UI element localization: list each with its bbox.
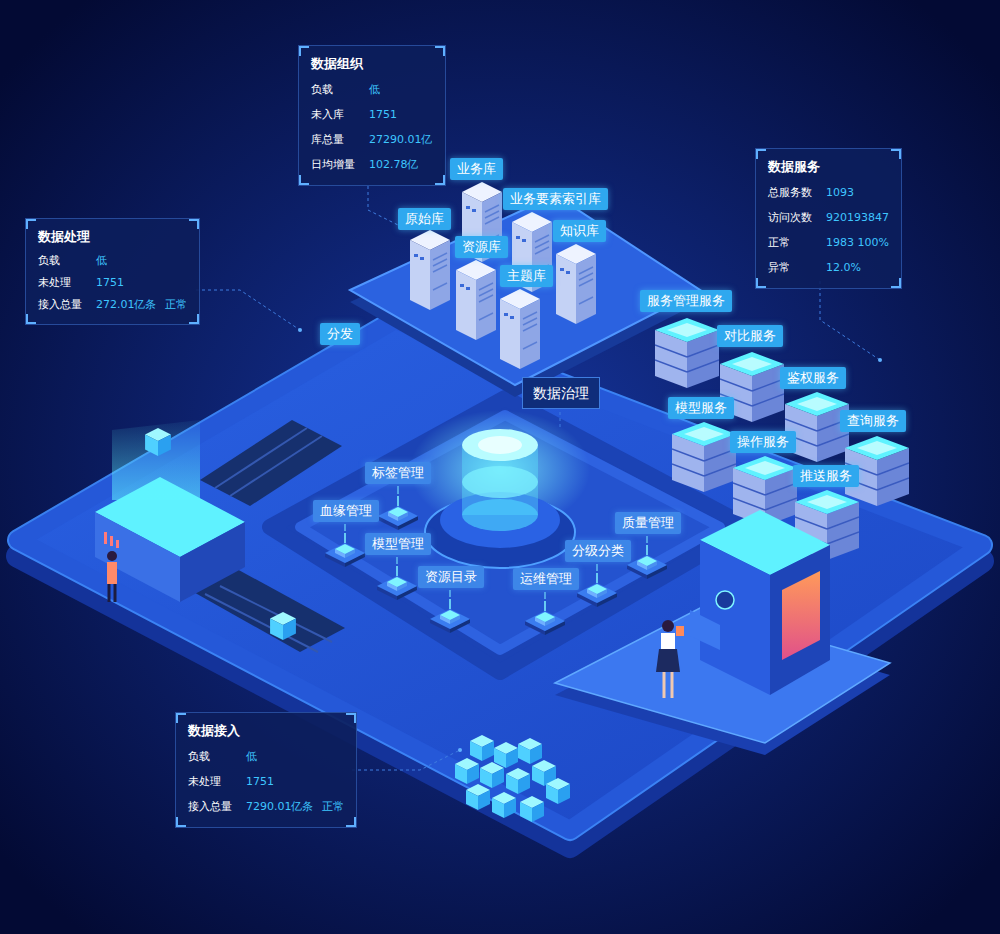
stat-label: 未处理 <box>188 769 246 794</box>
tag-text: 对比服务 <box>724 328 776 343</box>
stat-row: 日均增量102.78亿 <box>311 152 433 177</box>
tag-text: 血缘管理 <box>320 503 372 518</box>
tag-label: 原始库 <box>398 208 451 230</box>
tag-label: 分发 <box>320 323 360 345</box>
stat-row: 负载低 <box>38 250 187 272</box>
stat-value: 7290.01亿条 <box>246 800 314 813</box>
stat-label: 访问次数 <box>768 205 826 230</box>
tag-text: 原始库 <box>405 211 444 226</box>
module-tag: 标签管理 <box>365 462 431 484</box>
module-tag: 运维管理 <box>513 568 579 590</box>
stat-value: 低 <box>246 750 257 763</box>
tag-text: 业务要素索引库 <box>510 191 601 206</box>
tag-text: 推送服务 <box>800 468 852 483</box>
tag-label: 模型服务 <box>668 397 734 419</box>
module-tag: 分级分类 <box>565 540 631 562</box>
stat-value: 低 <box>369 83 380 96</box>
stat-label: 日均增量 <box>311 152 369 177</box>
tag-text: 模型服务 <box>675 400 727 415</box>
tag-text: 运维管理 <box>520 571 572 586</box>
tag-text: 服务管理服务 <box>647 293 725 308</box>
tag-text: 业务库 <box>457 161 496 176</box>
stat-label: 负载 <box>311 77 369 102</box>
module-tag: 模型管理 <box>365 533 431 555</box>
tag-text: 数据治理 <box>533 385 589 401</box>
tag-label: 主题库 <box>500 265 553 287</box>
stat-row: 接入总量7290.01亿条正常 <box>188 794 344 819</box>
tag-text: 鉴权服务 <box>787 370 839 385</box>
stat-label: 总服务数 <box>768 180 826 205</box>
stat-panel: 数据接入负载低未处理1751接入总量7290.01亿条正常 <box>175 712 357 828</box>
panel-title: 数据服务 <box>768 158 889 176</box>
stat-label: 未处理 <box>38 272 96 294</box>
stat-panel: 数据处理负载低未处理1751接入总量272.01亿条正常 <box>25 218 200 325</box>
tag-label: 资源库 <box>455 236 508 258</box>
stat-value: 1751 <box>96 276 124 289</box>
stat-status: 正常 <box>165 298 187 311</box>
panel-title: 数据组织 <box>311 55 433 73</box>
stat-label: 接入总量 <box>38 294 96 316</box>
stat-label: 未入库 <box>311 102 369 127</box>
tag-label: 业务库 <box>450 158 503 180</box>
tag-text: 资源库 <box>462 239 501 254</box>
stat-status: 正常 <box>322 800 344 813</box>
tag-text: 标签管理 <box>372 465 424 480</box>
stat-value: 102.78亿 <box>369 158 419 171</box>
stat-row: 未处理1751 <box>188 769 344 794</box>
tag-text: 分级分类 <box>572 543 624 558</box>
stat-row: 未入库1751 <box>311 102 433 127</box>
stat-panel: 数据服务总服务数1093访问次数920193847正常1983 100%异常12… <box>755 148 902 289</box>
tag-text: 质量管理 <box>622 515 674 530</box>
tag-label: 对比服务 <box>717 325 783 347</box>
module-tag: 资源目录 <box>418 566 484 588</box>
tag-text: 操作服务 <box>737 434 789 449</box>
stat-row: 未处理1751 <box>38 272 187 294</box>
tag-label: 查询服务 <box>840 410 906 432</box>
module-tag: 质量管理 <box>615 512 681 534</box>
stat-row: 总服务数1093 <box>768 180 889 205</box>
stat-label: 正常 <box>768 230 826 255</box>
tag-label: 推送服务 <box>793 465 859 487</box>
governance-label: 数据治理 <box>522 377 600 409</box>
stat-label: 异常 <box>768 255 826 280</box>
panel-title: 数据接入 <box>188 722 344 740</box>
tag-text: 分发 <box>327 326 353 341</box>
tag-text: 主题库 <box>507 268 546 283</box>
stat-row: 异常12.0% <box>768 255 889 280</box>
stat-value: 27290.01亿 <box>369 133 433 146</box>
stat-value: 1093 <box>826 186 854 199</box>
stat-value: 920193847 <box>826 211 889 224</box>
stat-value: 1751 <box>246 775 274 788</box>
stat-label: 库总量 <box>311 127 369 152</box>
tag-text: 模型管理 <box>372 536 424 551</box>
tag-label: 业务要素索引库 <box>503 188 608 210</box>
tag-label: 鉴权服务 <box>780 367 846 389</box>
stat-value: 1983 100% <box>826 236 889 249</box>
tag-label: 操作服务 <box>730 431 796 453</box>
tag-label: 服务管理服务 <box>640 290 732 312</box>
stat-label: 负载 <box>188 744 246 769</box>
tag-text: 知识库 <box>560 223 599 238</box>
stat-row: 访问次数920193847 <box>768 205 889 230</box>
stat-value: 272.01亿条 <box>96 298 157 311</box>
stat-row: 负载低 <box>188 744 344 769</box>
tag-text: 查询服务 <box>847 413 899 428</box>
stat-row: 库总量27290.01亿 <box>311 127 433 152</box>
stat-value: 12.0% <box>826 261 861 274</box>
stat-value: 低 <box>96 254 107 267</box>
stat-value: 1751 <box>369 108 397 121</box>
stat-label: 接入总量 <box>188 794 246 819</box>
module-tag: 血缘管理 <box>313 500 379 522</box>
stat-row: 接入总量272.01亿条正常 <box>38 294 187 316</box>
panel-title: 数据处理 <box>38 228 187 246</box>
stat-label: 负载 <box>38 250 96 272</box>
tag-label: 知识库 <box>553 220 606 242</box>
stat-row: 负载低 <box>311 77 433 102</box>
stat-row: 正常1983 100% <box>768 230 889 255</box>
tag-text: 资源目录 <box>425 569 477 584</box>
stat-panel: 数据组织负载低未入库1751库总量27290.01亿日均增量102.78亿 <box>298 45 446 186</box>
